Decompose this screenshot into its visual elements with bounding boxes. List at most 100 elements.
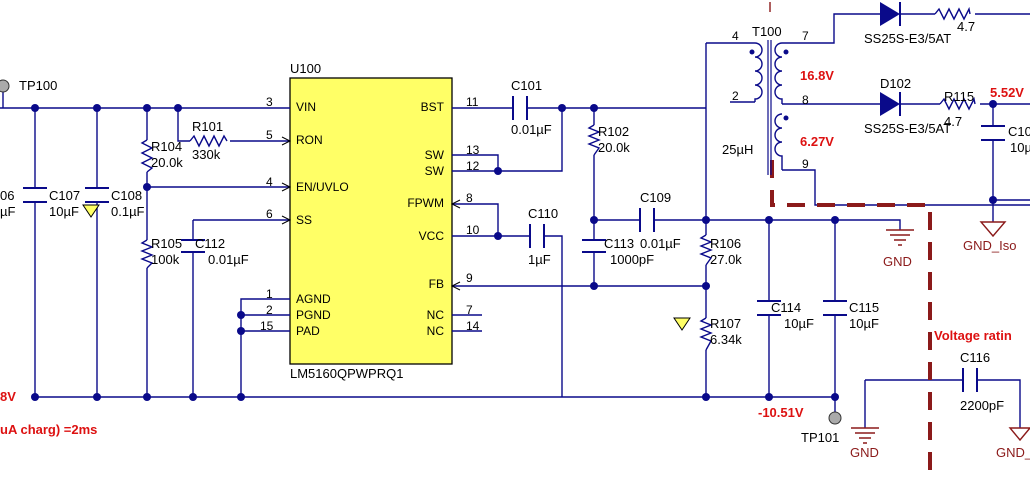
svg-text:C10: C10 <box>1008 124 1030 139</box>
ground-symbol-gnd1: GND <box>883 229 914 269</box>
resistor-r107: R107 6.34k <box>699 316 742 351</box>
pin-name-fpwm: FPWM <box>407 196 444 210</box>
svg-text:R105: R105 <box>151 236 182 251</box>
svg-text:C116: C116 <box>960 350 990 365</box>
pin-arrow-ron <box>281 136 292 146</box>
svg-text:20.0k: 20.0k <box>151 155 183 170</box>
diode-top: SS25S-E3/5AT <box>864 2 951 46</box>
svg-text:GND: GND <box>883 254 912 269</box>
resistor-r101: R101 330k <box>189 119 228 162</box>
capacitor-c107: C107 10µF <box>49 187 109 219</box>
svg-text:27.0k: 27.0k <box>710 252 742 267</box>
tp101-label: TP101 <box>801 430 839 445</box>
pin-name-pad: PAD <box>296 324 320 338</box>
pin-name-bst: BST <box>421 100 445 114</box>
pin-num-3: 3 <box>266 95 273 109</box>
svg-text:D102: D102 <box>880 76 911 91</box>
diode-d102: D102 SS25S-E3/5AT <box>864 76 951 136</box>
test-point-tp101 <box>828 411 842 425</box>
pin-name-ron: RON <box>296 133 323 147</box>
svg-text:0.01µF: 0.01µF <box>511 122 552 137</box>
svg-text:µF: µF <box>0 204 15 219</box>
svg-text:C112: C112 <box>195 236 225 251</box>
svg-text:R104: R104 <box>151 139 182 154</box>
voltage-5-52v: 5.52V <box>990 85 1024 100</box>
pin-arrow-en <box>281 182 292 192</box>
svg-text:25µH: 25µH <box>722 142 753 157</box>
pin-num-8: 8 <box>466 191 473 205</box>
svg-text:R107: R107 <box>710 316 741 331</box>
svg-text:C114: C114 <box>771 300 801 315</box>
resistor-r104: R104 20.0k <box>140 139 183 173</box>
svg-text:4.7: 4.7 <box>944 114 962 129</box>
pin-name-nc-14: NC <box>427 324 445 338</box>
svg-text:4: 4 <box>732 29 739 43</box>
svg-text:2: 2 <box>732 89 739 103</box>
resistor-r105: R105 100k <box>140 236 182 269</box>
pin-num-9: 9 <box>466 271 473 285</box>
svg-text:0.01µF: 0.01µF <box>640 236 681 251</box>
svg-text:10µF: 10µF <box>784 316 814 331</box>
svg-text:R101: R101 <box>192 119 223 134</box>
svg-text:10µF: 10µF <box>49 204 79 219</box>
test-point-tp100 <box>0 79 10 93</box>
svg-text:1µF: 1µF <box>528 252 551 267</box>
svg-text:SS25S-E3/5AT: SS25S-E3/5AT <box>864 121 951 136</box>
pin-num-2: 2 <box>266 303 273 317</box>
svg-text:9: 9 <box>802 157 809 171</box>
ic-ref: U100 <box>290 61 321 76</box>
capacitor-c116: C116 2200pF <box>960 350 1004 413</box>
pin-name-sw-12: SW <box>425 164 445 178</box>
junction-dots <box>31 100 997 401</box>
resistor-r102: R102 20.0k <box>587 124 630 156</box>
pin-num-12: 12 <box>466 159 480 173</box>
svg-text:GND: GND <box>850 445 879 460</box>
svg-text:7: 7 <box>802 29 809 43</box>
svg-text:GND_: GND_ <box>996 445 1030 460</box>
svg-text:4.7: 4.7 <box>957 19 975 34</box>
svg-text:0.1µF: 0.1µF <box>111 204 145 219</box>
svg-text:2200pF: 2200pF <box>960 398 1004 413</box>
resistor-r114: 4.7 <box>934 6 975 34</box>
svg-text:06: 06 <box>0 188 14 203</box>
soft-start-note: uA charg) =2ms <box>0 422 97 437</box>
pin-name-vcc: VCC <box>419 229 445 243</box>
capacitor-c108: C108 0.1µF <box>111 188 145 219</box>
capacitor-c115: C115 10µF <box>823 300 879 331</box>
voltage-6-27v: 6.27V <box>800 134 834 149</box>
pin-name-sw-13: SW <box>425 148 445 162</box>
pin-arrow-fpwm <box>450 199 461 209</box>
pin-num-6: 6 <box>266 207 273 221</box>
pin-num-4: 4 <box>266 175 273 189</box>
capacitor-c109: C109 0.01µF <box>639 190 681 251</box>
capacitor-c114: C114 10µF <box>757 300 814 331</box>
resistor-r106: R106 27.0k <box>699 234 742 267</box>
pin-name-ss: SS <box>296 213 312 227</box>
svg-text:GND_Iso: GND_Iso <box>963 238 1016 253</box>
svg-text:330k: 330k <box>192 147 221 162</box>
resistor-r115: R115 4.7 <box>939 89 976 129</box>
pin-name-pgnd: PGND <box>296 308 331 322</box>
ground-symbol-gnd-iso-2: GND_ <box>996 427 1030 460</box>
voltage-neg-10-51v: -10.51V <box>758 405 804 420</box>
svg-text:C109: C109 <box>640 190 671 205</box>
pin-name-agnd: AGND <box>296 292 331 306</box>
pin-name-vin: VIN <box>296 100 316 114</box>
svg-text:C108: C108 <box>111 188 142 203</box>
tp100-label: TP100 <box>19 78 57 93</box>
svg-text:T100: T100 <box>752 24 782 39</box>
pin-name-nc-7: NC <box>427 308 445 322</box>
svg-text:0.01µF: 0.01µF <box>208 252 249 267</box>
transformer-t100: T100 25µH 4 2 7 8 9 <box>722 24 809 175</box>
svg-text:1000pF: 1000pF <box>610 252 654 267</box>
pin-num-1: 1 <box>266 287 273 301</box>
pin-num-15: 15 <box>260 319 274 333</box>
ic-part: LM5160QPWPRQ1 <box>290 366 403 381</box>
voltage-16-8v: 16.8V <box>800 68 834 83</box>
ground-symbol-gnd2: GND <box>850 427 879 460</box>
svg-text:C113: C113 <box>604 236 634 251</box>
isolation-boundary <box>770 160 932 479</box>
ic-u100-body <box>289 77 453 365</box>
svg-text:R102: R102 <box>598 124 629 139</box>
